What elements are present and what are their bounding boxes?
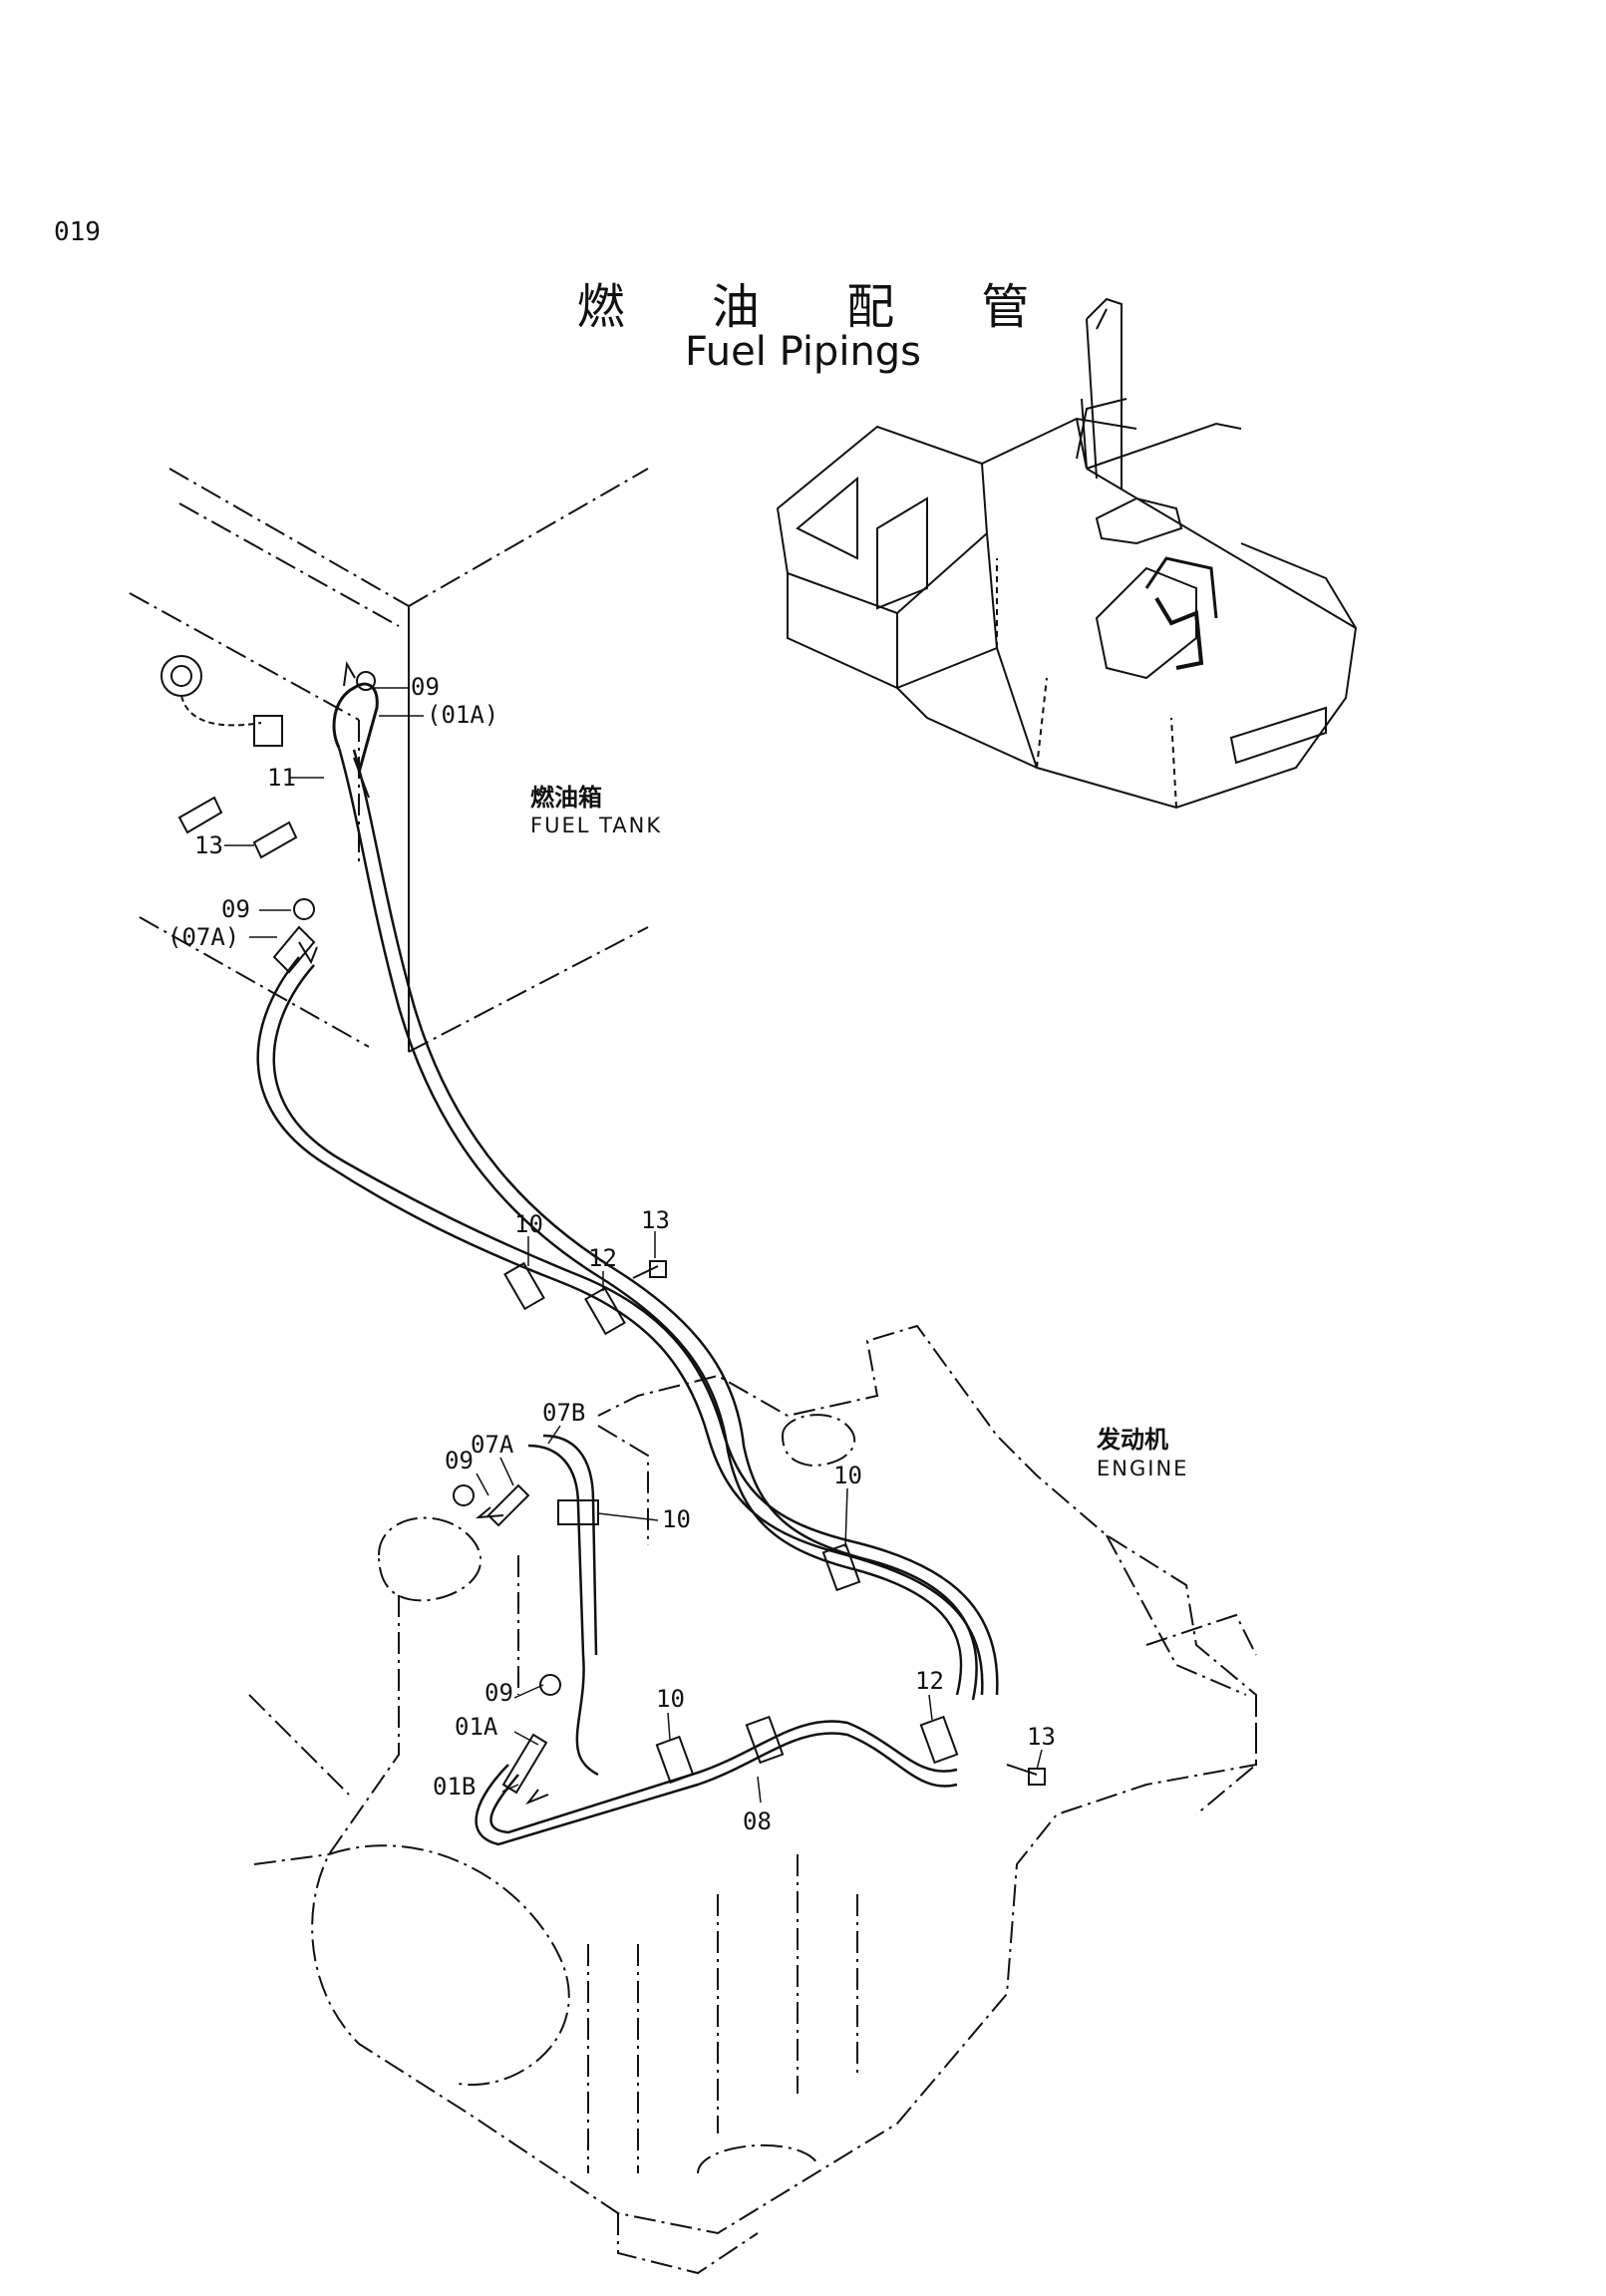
engine-label-en: ENGINE [1097, 1457, 1188, 1480]
fuel-tank-label-en: FUEL TANK [530, 814, 662, 837]
callout-07b-engine: 07B [542, 1399, 585, 1427]
callout-01a-engine: 01A [455, 1713, 498, 1741]
leader-lines [224, 687, 1043, 1804]
callout-01b-engine: 01B [433, 1773, 476, 1801]
page-number: 019 [54, 217, 101, 247]
engine-label-zh: 发动机 [1096, 1426, 1168, 1454]
callout-labels: 09 (01A) 11 13 09 (07A) 10 13 12 07B 07A… [167, 673, 1056, 1835]
fuel-hose-return [256, 956, 999, 1696]
callout-13-top: 13 [641, 1206, 670, 1234]
callout-10-engine-low: 10 [656, 1685, 685, 1713]
callout-12-engine-low: 12 [915, 1667, 944, 1695]
excavator-overview [776, 297, 1358, 810]
callout-07a-engine: 07A [471, 1431, 514, 1459]
engine-side-hose-07b [527, 1434, 599, 1777]
diagram-title-chinese: 燃 油 配 管 [576, 279, 1066, 335]
callout-11-tank: 11 [267, 764, 296, 792]
callout-10-top: 10 [514, 1210, 543, 1238]
callout-09-engine-low: 09 [484, 1679, 513, 1707]
callout-09-engine-top: 09 [445, 1447, 474, 1475]
hose-clamps [453, 1260, 1046, 1795]
callout-01a-tank: (01A) [427, 701, 498, 729]
callout-07a-tank: (07A) [167, 923, 239, 951]
callout-13-tank: 13 [194, 831, 223, 859]
fuel-tank-label-zh: 燃油箱 [530, 784, 602, 812]
engine-side-hose-01b [475, 1720, 958, 1846]
diagram-title-english: Fuel Pipings [684, 329, 922, 375]
engine-outline [248, 1324, 1257, 2275]
callout-13-engine-low: 13 [1027, 1723, 1056, 1751]
callout-09-tank-top: 09 [411, 673, 440, 701]
flow-arrows [298, 660, 549, 1805]
callout-10-engine-right: 10 [833, 1462, 862, 1489]
callout-08-engine: 08 [743, 1807, 772, 1835]
callout-12-top: 12 [588, 1244, 617, 1272]
callout-10-engine-mid: 10 [662, 1505, 691, 1533]
callout-09-tank-low: 09 [221, 895, 250, 923]
fuel-hose-supply [337, 747, 978, 1701]
tank-fittings [161, 655, 379, 974]
